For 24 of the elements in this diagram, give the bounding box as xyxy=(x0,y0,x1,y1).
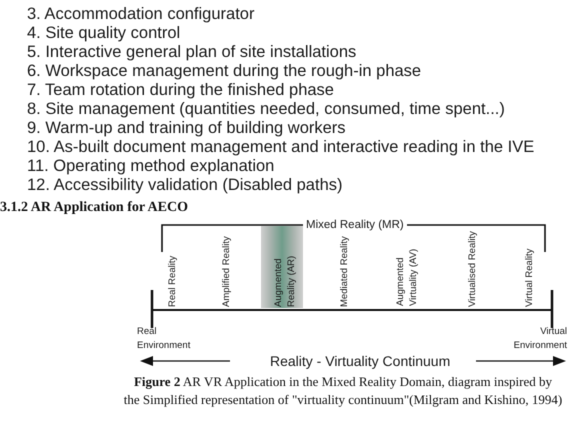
list-item: 4. Site quality control xyxy=(27,24,180,43)
continuum-label: Augmented Virtuality (AV) xyxy=(394,248,420,306)
continuum-label: Virtual Reality xyxy=(524,248,536,307)
end-label: Virtual Environment xyxy=(512,325,567,353)
list-item: 11. Operating method explanation xyxy=(27,157,274,176)
list-item: 5. Interactive general plan of site installations xyxy=(27,43,356,62)
list-item: 10. As-built document management and interactive reading in the IVE xyxy=(27,138,534,157)
continuum-label: Virtualised Reality xyxy=(467,231,479,307)
bracket-label: Mixed Reality (MR) xyxy=(306,218,404,232)
list-item: 6. Workspace management during the rough-in phase xyxy=(27,62,422,81)
list-item: 7. Team rotation during the finished phase xyxy=(27,81,334,100)
list-item: 8. Site management (quantities needed, consumed, time spent...) xyxy=(27,100,505,119)
axis-title: Reality - Virtuality Continuum xyxy=(270,352,450,370)
continuum-label: Real Reality xyxy=(167,256,179,307)
list-item: 12. Accessibility validation (Disabled paths) xyxy=(27,176,342,195)
end-label: Real Environment xyxy=(137,325,192,353)
shaded-band xyxy=(261,226,303,308)
continuum-label: Augmented Reality (AR) xyxy=(272,254,298,307)
continuum-label: Mediated Reality xyxy=(339,236,351,307)
figure-caption: Figure 2 AR VR Application in the Mixed Reality Domain, diagram inspired by the Simplified representation of "virtuality continuum"(Milgram and Kishino, 1994) xyxy=(122,373,564,409)
section-heading: 3.1.2 AR Application for AECO xyxy=(0,200,188,217)
list-item: 3. Accommodation configurator xyxy=(27,5,254,24)
continuum-label: Amplified Reality xyxy=(221,236,233,307)
list-item: 9. Warm-up and training of building workers xyxy=(27,119,346,138)
